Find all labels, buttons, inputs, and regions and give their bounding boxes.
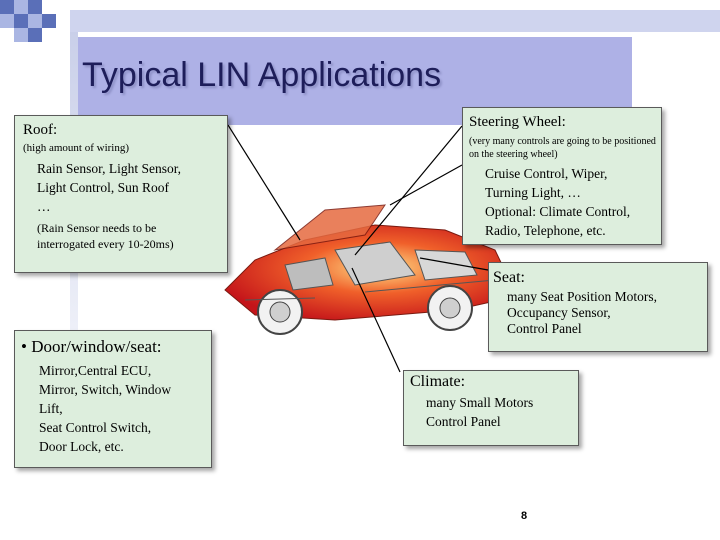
decor-square: [0, 14, 14, 28]
page-number: 8: [521, 510, 528, 522]
car-illustration: [215, 180, 515, 350]
decor-square: [14, 14, 28, 28]
decor-square: [28, 0, 42, 14]
door-window-seat-items: Mirror,Central ECU, Mirror, Switch, Wind…: [39, 363, 172, 454]
climate-box: Climate: many Small Motors Control Panel: [403, 370, 579, 446]
decor-square: [14, 0, 28, 14]
decor-square: [14, 28, 28, 42]
decor-square: [42, 14, 56, 28]
roof-box: Roof: (high amount of wiring) Rain Senso…: [14, 115, 228, 273]
slide-title: Typical LIN Applications: [82, 56, 442, 94]
steering-wheel-items: Cruise Control, Wiper, Turning Light, … …: [485, 166, 631, 238]
roof-detail: (Rain Sensor needs to be interrogated ev…: [37, 221, 174, 251]
steering-wheel-heading: Steering Wheel:: [469, 114, 566, 130]
decor-square: [28, 28, 42, 42]
seat-box: Seat: many Seat Position Motors, Occupan…: [488, 262, 708, 352]
door-window-seat-heading: • Door/window/seat:: [21, 337, 162, 356]
door-window-seat-box: • Door/window/seat: Mirror,Central ECU, …: [14, 330, 212, 468]
decor-square: [28, 14, 42, 28]
seat-heading: Seat:: [493, 269, 525, 286]
climate-heading: Climate:: [410, 373, 466, 390]
climate-items: many Small Motors Control Panel: [426, 395, 534, 429]
roof-note: (high amount of wiring): [23, 142, 130, 154]
roof-items: Rain Sensor, Light Sensor, Light Control…: [37, 161, 182, 214]
header-bar: [70, 10, 720, 32]
seat-items: many Seat Position Motors, Occupancy Sen…: [507, 289, 658, 336]
steering-wheel-box: Steering Wheel: (very many controls are …: [462, 107, 662, 245]
steering-wheel-note: (very many controls are going to be posi…: [469, 136, 656, 160]
roof-heading: Roof:: [23, 122, 58, 138]
decor-square: [0, 0, 14, 14]
